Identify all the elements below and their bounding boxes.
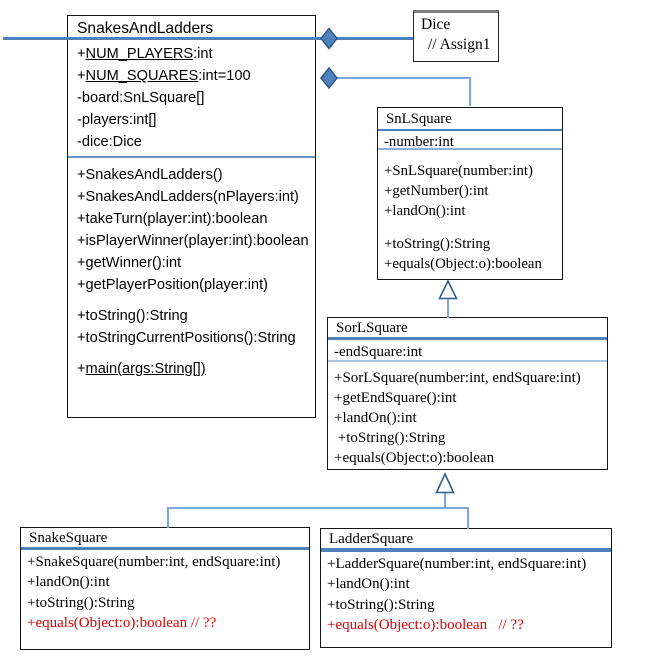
- composition-diamond-icon: [320, 66, 338, 90]
- method-flagged: +equals(Object:o):boolean // ??: [27, 615, 217, 632]
- attribute-type: :int: [193, 46, 213, 62]
- method: +getPlayerPosition(player:int): [77, 276, 269, 293]
- method: +equals(Object:o):boolean: [384, 256, 542, 272]
- methods-compartment: +SnakeSquare(number:int, endSquare:int) …: [21, 550, 309, 634]
- class-name: SnLSquare: [378, 108, 562, 131]
- methods-compartment: +SorLSquare(number:int, endSquare:int) +…: [328, 362, 607, 468]
- method: +isPlayerWinner(player:int):boolean: [77, 233, 309, 250]
- spacer: [384, 221, 562, 234]
- method: +LadderSquare(number:int, endSquare:int): [327, 556, 587, 572]
- visibility: +: [77, 360, 86, 377]
- method: +landOn():int: [27, 574, 110, 591]
- class-name: LadderSquare: [321, 529, 611, 552]
- static-attribute-name: NUM_SQUARES: [85, 67, 199, 84]
- method: +landOn():int: [384, 203, 466, 219]
- class-box-dice: Dice // Assign1: [413, 10, 499, 62]
- attribute: +NUM_SQUARES:int=100: [77, 66, 312, 88]
- class-box-snakesandladders: SnakesAndLadders +NUM_PLAYERS:int +NUM_S…: [67, 15, 316, 418]
- class-box-laddersquare: LadderSquare +LadderSquare(number:int, e…: [320, 528, 612, 648]
- method: +getEndSquare():int: [334, 390, 457, 406]
- method: +getWinner():int: [77, 255, 182, 272]
- class-box-snlsquare: SnLSquare -number:int +SnLSquare(number:…: [377, 107, 563, 280]
- inheritance-triangle-icon: [438, 279, 458, 300]
- attribute: -board:SnLSquare[]: [77, 89, 205, 106]
- class-name: SnakesAndLadders: [77, 20, 214, 37]
- attribute: -dice:Dice: [77, 133, 142, 150]
- method: +SnLSquare(number:int): [384, 163, 533, 179]
- composition-link-snlsquare: [337, 77, 471, 106]
- static-method-name: main(args:String[]): [85, 360, 206, 377]
- method: +SnakeSquare(number:int, endSquare:int): [27, 554, 281, 570]
- method-flagged: +equals(Object:o):boolean // ??: [327, 617, 524, 634]
- method: +toString():String: [27, 594, 135, 611]
- method: +takeTurn(player:int):boolean: [77, 211, 268, 228]
- method: +toStringCurrentPositions():String: [77, 329, 296, 346]
- attribute: +NUM_PLAYERS:int: [77, 44, 312, 66]
- methods-compartment: +SnLSquare(number:int) +getNumber():int …: [378, 150, 562, 274]
- inheritance-rail-subclasses: [167, 507, 469, 529]
- method: +getNumber():int: [384, 183, 489, 199]
- class-box-snakesquare: SnakeSquare +SnakeSquare(number:int, end…: [20, 527, 310, 650]
- attribute-type: :int=100: [198, 67, 251, 84]
- inheritance-triangle-icon: [435, 472, 455, 494]
- class-name: SorLSquare: [328, 318, 607, 340]
- class-name: SnakeSquare: [21, 528, 309, 550]
- static-method: +main(args:String[]): [77, 359, 312, 381]
- method: +SnakesAndLadders(): [77, 167, 223, 184]
- method: +toString():String: [327, 596, 435, 613]
- methods-compartment: +SnakesAndLadders() +SnakesAndLadders(nP…: [77, 165, 312, 380]
- visibility: +: [77, 46, 86, 62]
- spacer: [77, 297, 312, 306]
- code-comment: // Assign1: [428, 36, 491, 53]
- methods-compartment: +LadderSquare(number:int, endSquare:int)…: [321, 552, 611, 636]
- method: +toString():String: [334, 430, 446, 446]
- attribute: -endSquare:int: [328, 340, 607, 362]
- method: +toString():String: [384, 236, 491, 252]
- attributes-compartment: +NUM_PLAYERS:int +NUM_SQUARES:int=100 -b…: [77, 44, 312, 153]
- class-box-sorlsquare: SorLSquare -endSquare:int +SorLSquare(nu…: [327, 317, 608, 470]
- attribute: -number:int: [378, 131, 562, 150]
- static-attribute-name: NUM_PLAYERS: [85, 46, 194, 62]
- visibility: +: [77, 67, 86, 84]
- composition-diamond-icon: [320, 27, 338, 50]
- attribute: -players:int[]: [77, 111, 157, 128]
- class-name: Dice: [421, 16, 451, 33]
- compartment-divider: [68, 156, 315, 159]
- method: +landOn():int: [327, 576, 410, 593]
- method: +toString():String: [77, 307, 188, 324]
- spacer: [77, 350, 312, 359]
- method: +landOn():int: [334, 410, 417, 426]
- method: +equals(Object:o):boolean: [334, 450, 495, 466]
- method: +SnakesAndLadders(nPlayers:int): [77, 189, 299, 206]
- method: +SorLSquare(number:int, endSquare:int): [334, 370, 581, 386]
